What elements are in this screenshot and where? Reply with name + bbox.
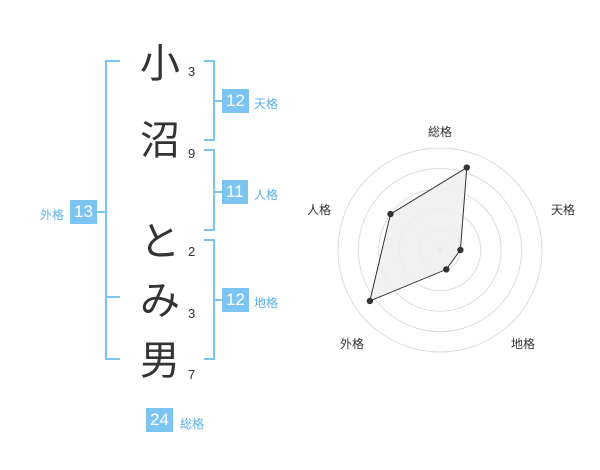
jinkaku-value-badge: 11 <box>222 180 248 204</box>
gaikaku-label: 外格 <box>40 208 65 222</box>
stroke-count-5: 7 <box>188 367 196 382</box>
radar-axis-label-chikaku: 地格 <box>511 337 536 351</box>
stroke-count-3: 2 <box>188 244 196 259</box>
name-char-1: 小 <box>140 41 180 87</box>
radar-point-3 <box>443 266 450 273</box>
tenkaku-label: 天格 <box>254 97 279 111</box>
stroke-count-1: 3 <box>188 64 196 79</box>
name-char-2: 沼 <box>140 118 180 164</box>
radar-point-4 <box>366 297 374 305</box>
chikaku-value-badge: 12 <box>222 288 249 312</box>
name-char-4: み <box>140 278 180 324</box>
soukaku-label: 総格 <box>180 417 205 431</box>
radar-ring <box>337 147 543 353</box>
chikaku-label: 地格 <box>254 296 279 310</box>
gaikaku-value-badge: 13 <box>70 200 97 224</box>
radar-axis-label-tenkaku: 天格 <box>551 203 576 217</box>
radar-point-5 <box>387 210 394 218</box>
jinkaku-label: 人格 <box>254 188 279 202</box>
name-char-5: 男 <box>140 338 180 384</box>
gaikaku-bracket <box>105 60 120 360</box>
radar-point-2 <box>457 246 464 254</box>
stroke-count-4: 3 <box>188 306 196 321</box>
radar-axis-label-jinkaku: 人格 <box>307 203 332 217</box>
radar-axis-label-soukaku: 総格 <box>428 125 453 139</box>
radar-axis-label-gaikaku: 外格 <box>340 337 365 351</box>
stroke-count-2: 9 <box>188 146 196 161</box>
name-char-3: と <box>140 219 180 265</box>
soukaku-value-badge: 24 <box>146 408 173 432</box>
tenkaku-value-badge: 12 <box>222 89 249 113</box>
radar-polygon <box>369 166 468 302</box>
radar-ring <box>357 167 523 333</box>
radar-point-1 <box>463 164 470 171</box>
jinkaku-bracket <box>204 149 215 231</box>
